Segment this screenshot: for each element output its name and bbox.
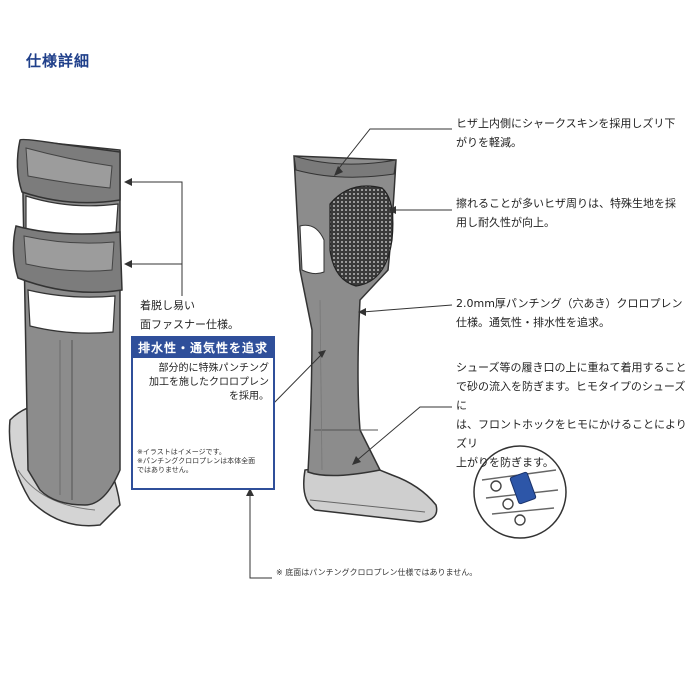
- front-hook-icon: [509, 471, 537, 505]
- callout-line: 用し耐久性が向上。: [456, 216, 555, 229]
- note-line: ※イラストはイメージです。: [137, 448, 226, 456]
- callout-line: 擦れることが多いヒザ周りは、特殊生地を採: [456, 197, 676, 210]
- callout-line: シューズ等の履き口の上に重ねて着用すること: [456, 361, 687, 374]
- callout-shark-skin: ヒザ上内側にシャークスキンを採用しズリ下 がりを軽減。: [456, 114, 696, 152]
- callout-fastener: 着脱し易い 面ファスナー仕様。: [140, 296, 270, 334]
- box-line: 部分的に特殊パンチング: [158, 363, 270, 374]
- callout-line: がりを軽減。: [456, 136, 522, 149]
- callout-layering: シューズ等の履き口の上に重ねて着用すること で砂の流入を防ぎます。ヒモタイプのシ…: [456, 358, 696, 472]
- callout-knee-material: 擦れることが多いヒザ周りは、特殊生地を採 用し耐久性が向上。: [456, 194, 696, 232]
- page-title: 仕様詳細: [26, 52, 91, 70]
- box-line: 加工を施したクロロプレン: [149, 377, 269, 388]
- callout-line: は、フロントホックをヒモにかけることによりズリ: [456, 418, 687, 450]
- hook-detail: [473, 445, 567, 539]
- drainage-box-note: ※イラストはイメージです。 ※パンチングクロロプレンは本体全面 ではありません。: [137, 448, 271, 475]
- sole-footnote: ※ 底面はパンチングクロロプレン仕様ではありません。: [276, 568, 478, 577]
- callout-line: 面ファスナー仕様。: [140, 318, 239, 331]
- note-line: ※パンチングクロロプレンは本体全面: [137, 457, 256, 465]
- right-gaiter: [293, 155, 438, 523]
- knee-patch: [329, 185, 394, 287]
- box-line: を採用。: [229, 391, 269, 402]
- arrow-heads: [124, 166, 396, 496]
- drainage-feature-box: 排水性・通気性を追求 部分的に特殊パンチング 加工を施したクロロプレン を採用。…: [131, 336, 275, 490]
- callout-line: ヒザ上内側にシャークスキンを採用しズリ下: [456, 117, 676, 130]
- callout-line: で砂の流入を防ぎます。ヒモタイプのシューズに: [456, 380, 686, 412]
- callout-line: 着脱し易い: [140, 299, 195, 312]
- callout-line: 2.0mm厚パンチング（穴あき）クロロプレン: [456, 297, 683, 310]
- left-gaiter: [8, 138, 123, 527]
- note-line: ではありません。: [137, 466, 193, 474]
- callout-line: 上がりを防ぎます。: [456, 456, 554, 469]
- callout-neoprene: 2.0mm厚パンチング（穴あき）クロロプレン 仕様。通気性・排水性を追求。: [456, 294, 696, 332]
- drainage-box-body: 部分的に特殊パンチング 加工を施したクロロプレン を採用。: [133, 362, 269, 404]
- leader-lines: [128, 128, 453, 579]
- drainage-box-heading: 排水性・通気性を追求: [133, 338, 273, 358]
- callout-line: 仕様。通気性・排水性を追求。: [456, 316, 610, 329]
